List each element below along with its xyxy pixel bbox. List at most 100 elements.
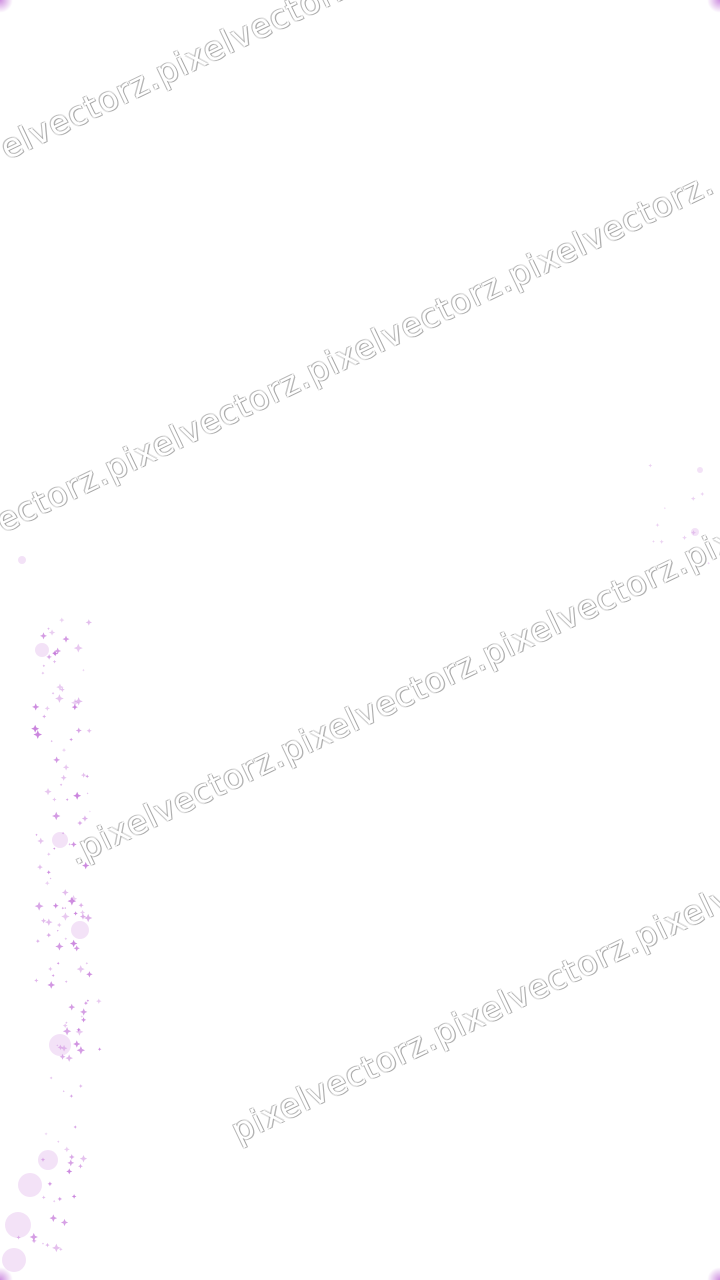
sparkle-glow (18, 1173, 42, 1197)
sparkle-star (31, 724, 40, 733)
sparkle-star (83, 1001, 88, 1006)
sparkle-star (86, 728, 92, 734)
sparkle-star (655, 523, 660, 528)
sparkle-star (46, 870, 51, 875)
sparkle-star (46, 654, 52, 660)
sparkle-star (49, 877, 52, 880)
sparkle-glow (5, 1212, 31, 1238)
sparkle-star (44, 1132, 48, 1136)
sparkle-star (63, 1146, 70, 1153)
sparkle-star (76, 1027, 81, 1032)
sparkle-glow (49, 1034, 71, 1056)
watermark-text: elvectorz.pixelvectorz.pixe (0, 0, 434, 168)
sparkle-star (56, 1140, 60, 1144)
sparkle-star (52, 659, 57, 664)
sparkle-star (659, 539, 664, 544)
sparkle-star (65, 1021, 68, 1025)
sparkle-star (46, 932, 52, 938)
sparkle-star (79, 1154, 88, 1163)
sparkle-star (41, 1195, 46, 1200)
sparkle-star (67, 896, 77, 906)
sparkle-star (86, 792, 89, 795)
sparkle-star (77, 820, 83, 826)
sparkle-star (33, 730, 43, 739)
sparkle-star (29, 1232, 38, 1242)
sparkle-star (68, 1003, 76, 1011)
sparkle-star (56, 929, 59, 932)
sparkle-star (52, 847, 56, 850)
sparkle-star (78, 902, 84, 908)
sparkle-star (50, 740, 53, 743)
sparkle-star (75, 727, 82, 734)
sparkle-star (41, 1242, 45, 1245)
sparkle-star (75, 1027, 84, 1036)
sparkle-star (49, 1214, 58, 1222)
sparkle-star (42, 714, 47, 719)
sparkle-glow (38, 1150, 58, 1170)
sparkle-star (86, 999, 90, 1003)
sparkle-star (80, 1015, 84, 1018)
corner-glow-top-left (0, 0, 13, 13)
sparkle-star (60, 1044, 68, 1052)
sparkle-star (61, 906, 65, 910)
sparkle-star (47, 627, 50, 631)
sparkle-star (64, 980, 68, 984)
sparkle-star (52, 797, 57, 802)
sparkle-star (96, 998, 102, 1004)
sparkle-star (66, 1168, 73, 1175)
sparkle-star (44, 705, 50, 711)
sparkle-star (65, 1054, 73, 1062)
sparkle-star (35, 728, 39, 731)
sparkle-star (60, 1218, 69, 1227)
sparkle-star (97, 1047, 102, 1052)
sparkle-star (52, 650, 57, 656)
sparkle-star (78, 1084, 83, 1088)
sparkle-star (46, 852, 51, 857)
sparkle-star (52, 650, 58, 657)
sparkle-star (64, 937, 68, 941)
sparkle-star (56, 922, 62, 928)
sparkle-star (82, 668, 85, 672)
sparkle-star (73, 911, 78, 916)
sparkle-glow (18, 556, 26, 564)
sparkle-star (47, 981, 56, 989)
sparkle-star (35, 833, 38, 837)
sparkle-star (61, 747, 67, 753)
sparkle-star (56, 961, 60, 965)
sparkle-star (51, 691, 55, 695)
sparkle-star (80, 772, 87, 778)
sparkle-star (48, 629, 56, 636)
sparkle-star (16, 1235, 21, 1240)
sparkle-star (80, 1017, 87, 1023)
sparkle-star (700, 492, 705, 497)
sparkle-star (648, 463, 653, 468)
sparkle-star (652, 540, 655, 543)
sparkle-star (52, 1243, 61, 1253)
sparkle-star (34, 978, 39, 983)
watermark-text: pixelvectorz.pixelvectorz.pixelvectorz.p… (225, 780, 720, 1151)
sparkle-star (79, 913, 87, 920)
sparkle-star (51, 974, 55, 978)
sparkle-star (71, 698, 80, 707)
sparkle-star (57, 1044, 64, 1051)
sparkle-star (61, 889, 69, 896)
sparkle-star (45, 918, 53, 926)
sparkle-star (69, 1094, 74, 1098)
sparkle-star (69, 939, 78, 948)
watermark-text: .pixelvectorz.pixelvectorz.pixelvectorz.… (62, 445, 720, 873)
sparkle-star (57, 1196, 63, 1202)
sparkle-star (62, 764, 70, 771)
sparkle-star (40, 1157, 46, 1162)
sparkle-star (85, 774, 90, 779)
sparkle-star (73, 643, 83, 653)
sparkle-star (52, 811, 61, 821)
sparkle-star (80, 1008, 88, 1016)
sparkle-star (74, 697, 83, 706)
sparkle-star (78, 1163, 83, 1169)
sparkle-star (59, 687, 65, 693)
sparkle-star (54, 647, 62, 655)
sparkle-star (48, 966, 53, 972)
sparkle-star (62, 1090, 65, 1093)
sparkle-star (40, 918, 47, 924)
